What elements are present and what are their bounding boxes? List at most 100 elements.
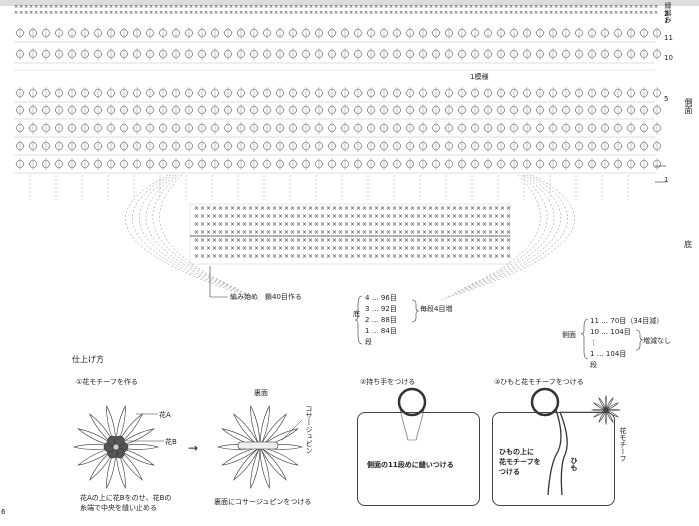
leaf-stitch bbox=[405, 88, 415, 98]
arc-guide bbox=[469, 174, 541, 286]
stitch-x: × bbox=[200, 253, 205, 260]
stitch-x: × bbox=[44, 4, 48, 10]
stitch-x: × bbox=[489, 4, 493, 10]
leaf-stitch bbox=[236, 88, 246, 98]
stitch-x: × bbox=[422, 229, 427, 236]
bottom-table: 4 … 96目 3 … 92目 2 … 88目 1 … 84目 段 bbox=[365, 294, 397, 348]
stitch-x: × bbox=[614, 10, 618, 16]
stitch-x: × bbox=[386, 213, 391, 220]
stitch-x: × bbox=[624, 10, 628, 16]
stitch-x: × bbox=[428, 237, 433, 244]
leaf-stitch bbox=[275, 141, 285, 151]
stitch-x: × bbox=[302, 213, 307, 220]
flower-b-label: 花B bbox=[165, 438, 177, 446]
stitch-x: × bbox=[244, 4, 248, 10]
stitch-x: × bbox=[266, 205, 271, 212]
leaf-stitch bbox=[288, 28, 298, 38]
row-label-11: 11 bbox=[664, 34, 673, 42]
stitch-x: × bbox=[399, 10, 403, 16]
stitch-x: × bbox=[446, 229, 451, 236]
leaf-stitch bbox=[80, 88, 90, 98]
stitch-x: × bbox=[594, 4, 598, 10]
stitch-x: × bbox=[529, 4, 533, 10]
leaf-stitch bbox=[600, 28, 610, 38]
cord bbox=[559, 411, 568, 496]
leaf-stitch bbox=[470, 28, 480, 38]
leaf-stitch bbox=[132, 159, 142, 169]
stitch-x: × bbox=[384, 10, 388, 16]
stitch-x: × bbox=[44, 10, 48, 16]
stitch-x: × bbox=[434, 229, 439, 236]
leaf-stitch bbox=[197, 159, 207, 169]
stitch-x: × bbox=[440, 221, 445, 228]
stitch-x: × bbox=[174, 10, 178, 16]
stitch-x: × bbox=[474, 4, 478, 10]
flower-a-label: 花A bbox=[159, 411, 171, 419]
stitch-x: × bbox=[362, 245, 367, 252]
leaf-stitch bbox=[613, 141, 623, 151]
stitch-x: × bbox=[204, 10, 208, 16]
leaf-stitch bbox=[366, 105, 376, 115]
side-table-note: 増減なし bbox=[643, 337, 671, 345]
stitch-x: × bbox=[619, 4, 623, 10]
leaf-stitch bbox=[262, 28, 272, 38]
stitch-x: × bbox=[299, 10, 303, 16]
stitch-x: × bbox=[350, 245, 355, 252]
stitch-x: × bbox=[416, 229, 421, 236]
stitch-x: × bbox=[422, 253, 427, 260]
leaf-stitch bbox=[535, 123, 545, 133]
stitch-x: × bbox=[314, 205, 319, 212]
stitch-x: × bbox=[349, 10, 353, 16]
leaf-stitch bbox=[587, 123, 597, 133]
leaf-stitch bbox=[210, 159, 220, 169]
edge-label: 縁編み bbox=[664, 2, 672, 23]
stitch-x: × bbox=[230, 237, 235, 244]
leaf-stitch bbox=[197, 28, 207, 38]
step1-title: ①花モチーフを作る bbox=[76, 378, 138, 386]
stitch-x: × bbox=[290, 245, 295, 252]
stitch-x: × bbox=[488, 253, 493, 260]
stitch-x: × bbox=[248, 205, 253, 212]
leaf-stitch bbox=[483, 141, 493, 151]
bag-illustration-3 bbox=[492, 412, 615, 506]
stitch-x: × bbox=[254, 245, 259, 252]
stitch-x: × bbox=[212, 245, 217, 252]
stitch-x: × bbox=[29, 4, 33, 10]
stitch-x: × bbox=[350, 221, 355, 228]
stitch-x: × bbox=[329, 4, 333, 10]
stitch-x: × bbox=[309, 4, 313, 10]
leaf-stitch bbox=[145, 49, 155, 59]
stitch-x: × bbox=[284, 4, 288, 10]
stitch-x: × bbox=[24, 4, 28, 10]
pin-label: コサージュピン bbox=[305, 405, 313, 454]
stitch-x: × bbox=[416, 245, 421, 252]
stitch-x: × bbox=[364, 10, 368, 16]
leaf-stitch bbox=[41, 105, 51, 115]
stitch-x: × bbox=[482, 221, 487, 228]
flower-back-petal bbox=[250, 404, 261, 448]
stitch-x: × bbox=[344, 253, 349, 260]
stitch-x: × bbox=[59, 10, 63, 16]
leaf-stitch bbox=[444, 49, 454, 59]
stitch-x: × bbox=[359, 4, 363, 10]
stitch-x: × bbox=[374, 245, 379, 252]
stitch-x: × bbox=[296, 237, 301, 244]
stitch-x: × bbox=[374, 229, 379, 236]
leaf-stitch bbox=[652, 141, 662, 151]
stitch-x: × bbox=[380, 229, 385, 236]
leaf-stitch bbox=[275, 105, 285, 115]
stitch-x: × bbox=[404, 253, 409, 260]
stitch-x: × bbox=[218, 221, 223, 228]
leaf-stitch bbox=[119, 159, 129, 169]
stitch-x: × bbox=[254, 221, 259, 228]
stitch-x: × bbox=[488, 237, 493, 244]
stitch-x: × bbox=[609, 10, 613, 16]
leaf-stitch bbox=[314, 141, 324, 151]
leaf-stitch bbox=[288, 105, 298, 115]
stitch-x: × bbox=[356, 245, 361, 252]
leaf-stitch bbox=[327, 141, 337, 151]
stitch-x: × bbox=[440, 245, 445, 252]
leaf-stitch bbox=[418, 88, 428, 98]
leaf-stitch bbox=[587, 141, 597, 151]
leaf-stitch bbox=[405, 123, 415, 133]
